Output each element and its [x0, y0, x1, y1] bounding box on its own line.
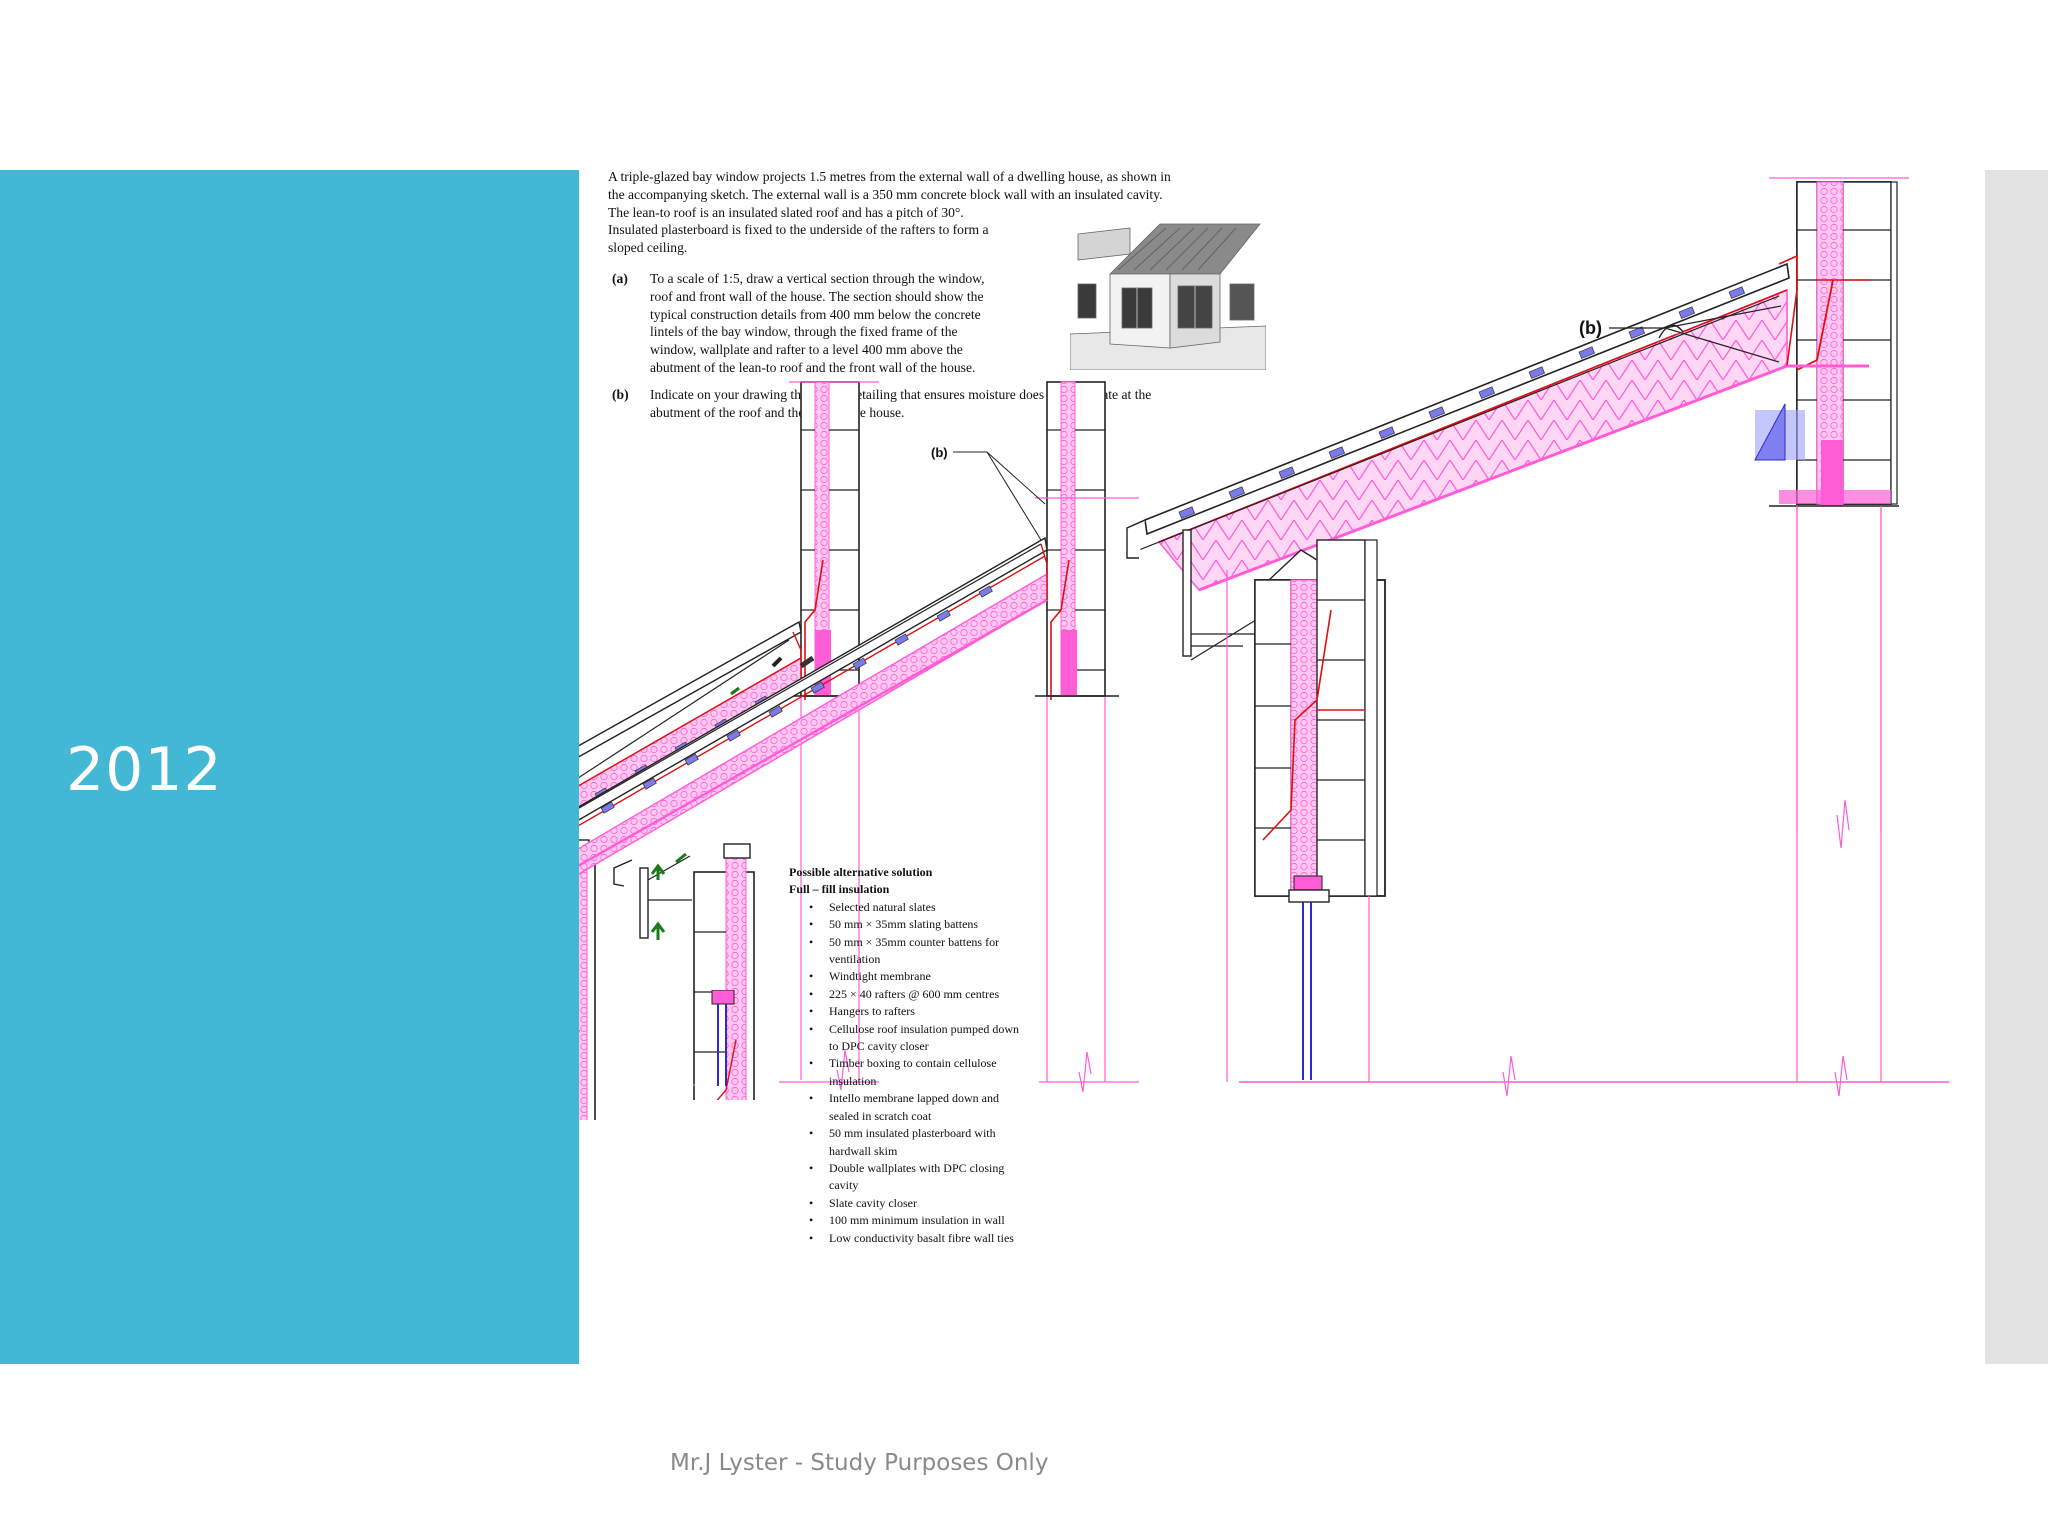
list-item: Slate cavity closer: [809, 1195, 1029, 1213]
list-item: 50 mm × 35mm counter battens for ventila…: [809, 934, 1029, 969]
bay-window-sketch: [1070, 214, 1266, 370]
part-b-label: (b): [612, 387, 629, 402]
small-section-arrows: [650, 852, 687, 940]
intro-line: sloped ceiling.: [608, 240, 688, 256]
alternative-solution-notes: Possible alternative solution Full – fil…: [789, 864, 1049, 1247]
list-item: 50 mm insulated plasterboard with hardwa…: [809, 1125, 1029, 1160]
section-drawings: (b) (b): [579, 177, 1949, 1120]
large-house-wall: [1754, 177, 1909, 849]
title-panel: [0, 170, 579, 1364]
list-item: 50 mm × 35mm slating battens: [809, 916, 1029, 934]
right-strip: [1985, 170, 2048, 1364]
list-item: Windtight membrane: [809, 968, 1029, 986]
question-intro: A triple-glazed bay window projects 1.5 …: [608, 168, 1258, 257]
part-a-line: lintels of the bay window, through the f…: [650, 324, 958, 340]
part-a-line: To a scale of 1:5, draw a vertical secti…: [650, 271, 985, 286]
list-item: 100 mm minimum insulation in wall: [809, 1212, 1029, 1230]
question-part-a: (a) To a scale of 1:5, draw a vertical s…: [608, 270, 1268, 377]
large-roof: [1138, 254, 1869, 592]
small-bay-detail: [613, 843, 755, 1100]
list-item: 225 × 40 rafters @ 600 mm centres: [809, 986, 1029, 1004]
part-a-line: abutment of the lean-to roof and the fro…: [650, 359, 976, 375]
small-window-frame: [693, 990, 735, 1086]
part-a-label: (a): [612, 271, 628, 286]
large-bay-wall: [1126, 519, 1386, 1082]
label-b-small: (b): [931, 445, 1046, 541]
part-b-line: Indicate on your drawing the design deta…: [650, 387, 1152, 402]
small-house-wall: [779, 381, 879, 1091]
part-a-line: roof and front wall of the house. The se…: [650, 288, 984, 304]
list-item: Cellulose roof insulation pumped down to…: [809, 1021, 1029, 1056]
alt-title: Possible alternative solution: [789, 865, 933, 879]
list-item: Timber boxing to contain cellulose insul…: [809, 1055, 1029, 1090]
small-section-visible: [579, 381, 1139, 1093]
intro-line: The lean-to roof is an insulated slated …: [608, 204, 964, 220]
list-item: Hangers to rafters: [809, 1003, 1029, 1021]
intro-line: Insulated plasterboard is fixed to the u…: [608, 222, 989, 238]
alt-list: Selected natural slates 50 mm × 35mm sla…: [789, 899, 1049, 1248]
list-item: Selected natural slates: [809, 899, 1029, 917]
slide-year: 2012: [66, 735, 223, 805]
intro-line: A triple-glazed bay window projects 1.5 …: [608, 169, 1171, 184]
part-a-line: window, wallplate and rafter to a level …: [650, 342, 963, 358]
label-b-large: (b): [1579, 305, 1782, 363]
large-baseline: [1239, 506, 1949, 1097]
small-bay-wall: [579, 839, 596, 1120]
small-section: [579, 381, 879, 1120]
part-a-line: typical construction details from 400 mm…: [650, 306, 981, 322]
large-section: [1126, 177, 1949, 1097]
label-b-small-text: (b): [931, 445, 948, 460]
footer-credit: Mr.J Lyster - Study Purposes Only: [670, 1450, 1049, 1476]
list-item: Low conductivity basalt fibre wall ties: [809, 1230, 1029, 1248]
list-item: Double wallplates with DPC closing cavit…: [809, 1160, 1029, 1195]
label-b-large-text: (b): [1579, 318, 1602, 338]
intro-line: the accompanying sketch. The external wa…: [608, 186, 1163, 202]
list-item: Intello membrane lapped down and sealed …: [809, 1090, 1029, 1125]
alt-subtitle: Full – fill insulation: [789, 882, 890, 897]
